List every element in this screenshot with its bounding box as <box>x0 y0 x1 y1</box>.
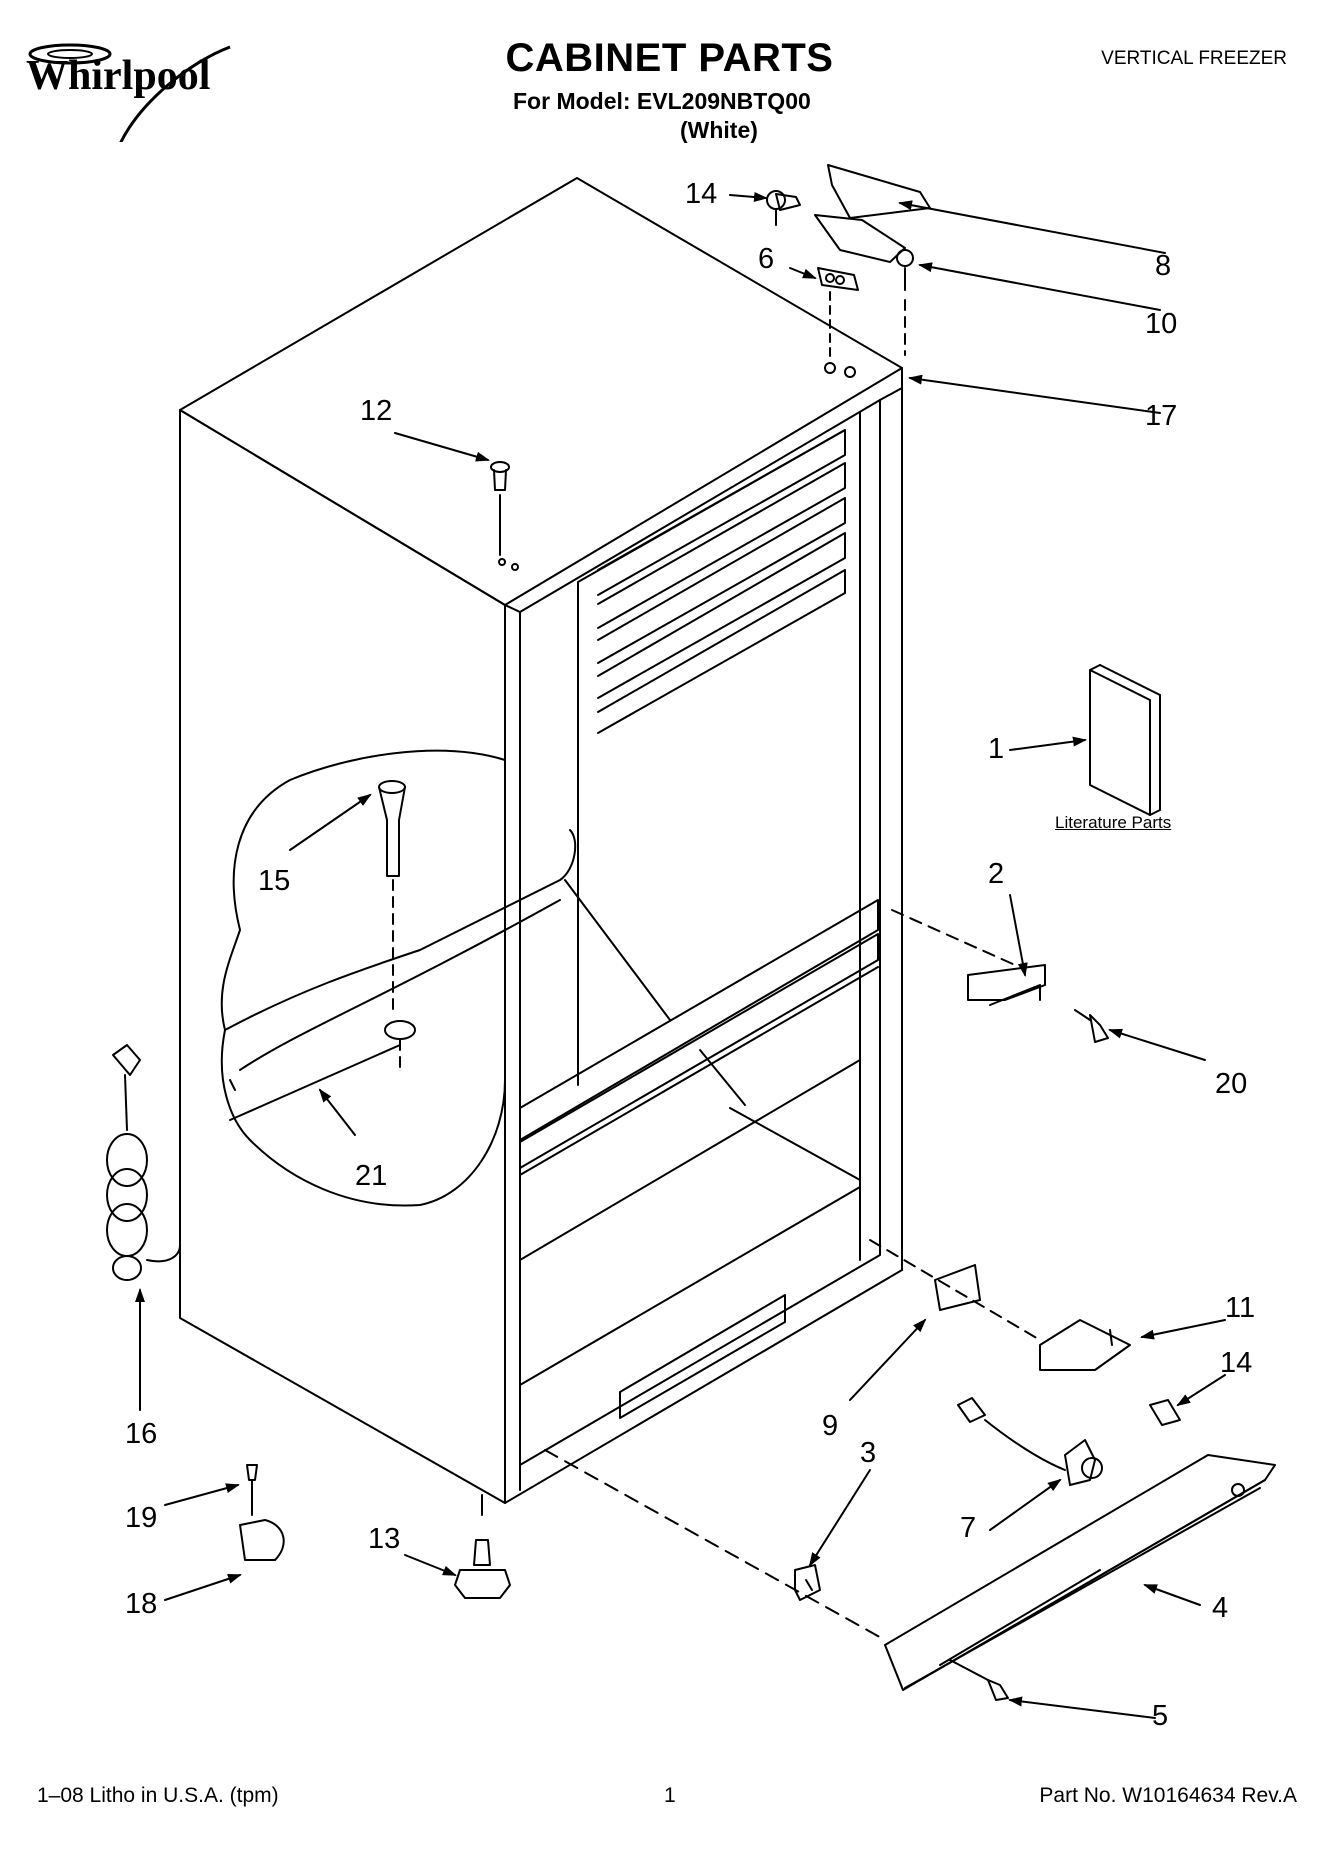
callout-3: 3 <box>860 1437 877 1469</box>
wire-harness-part <box>957 1397 1103 1486</box>
callout-2: 2 <box>988 858 1005 890</box>
callout-11: 11 <box>1225 1292 1256 1324</box>
page-title: CABINET PARTS <box>505 36 834 80</box>
callout-1: 1 <box>988 733 1005 765</box>
cabinet-body <box>179 177 903 1504</box>
footer-page-number: 1 <box>664 1784 676 1807</box>
clamp-part <box>239 1464 285 1561</box>
callout-14-top: 14 <box>685 178 718 210</box>
logo-wordmark: Whirlpool <box>26 53 211 99</box>
footer-part-number: Part No. W10164634 Rev.A <box>1039 1784 1297 1807</box>
callout-14-bottom: 14 <box>1220 1347 1253 1379</box>
callout-17: 17 <box>1145 400 1178 432</box>
callout-10: 10 <box>1145 308 1178 340</box>
top-hinge-assembly <box>766 164 931 378</box>
plug-part <box>490 461 519 571</box>
callout-12: 12 <box>360 395 393 427</box>
callout-16: 16 <box>125 1418 158 1450</box>
power-cord-part <box>106 1044 181 1281</box>
literature-book-icon <box>1089 664 1161 816</box>
callout-5: 5 <box>1152 1700 1169 1732</box>
drain-tube-part <box>378 780 406 1016</box>
cabinet-cutaway <box>220 749 746 1207</box>
category-label: VERTICAL FREEZER <box>1101 48 1287 69</box>
door-stop-bracket <box>891 909 1109 1043</box>
leveling-leg-part <box>454 1494 511 1599</box>
callout-arrows <box>135 192 1226 1719</box>
callout-19: 19 <box>125 1502 158 1534</box>
model-line: For Model: EVL209NBTQ00 <box>513 88 811 114</box>
callout-9: 9 <box>822 1410 839 1442</box>
color-line: (White) <box>680 117 758 143</box>
callout-6: 6 <box>758 243 775 275</box>
kickplate-grille <box>544 1449 1276 1691</box>
callout-15: 15 <box>258 865 291 897</box>
callout-20: 20 <box>1215 1068 1248 1100</box>
footer-litho: 1–08 Litho in U.S.A. (tpm) <box>37 1784 279 1807</box>
clip-part <box>794 1564 821 1601</box>
callout-18: 18 <box>125 1588 158 1620</box>
lower-hinge-assembly <box>869 1239 1181 1426</box>
literature-parts-label: Literature Parts <box>1055 813 1172 832</box>
callout-8: 8 <box>1155 250 1172 282</box>
callout-13: 13 <box>368 1523 401 1555</box>
screw-part <box>949 1659 1009 1701</box>
callout-7: 7 <box>960 1512 977 1544</box>
logo-swoosh-icon <box>28 43 231 142</box>
callout-21: 21 <box>355 1160 388 1192</box>
callout-4: 4 <box>1212 1592 1229 1624</box>
whirlpool-logo: Whirlpool <box>26 43 231 142</box>
